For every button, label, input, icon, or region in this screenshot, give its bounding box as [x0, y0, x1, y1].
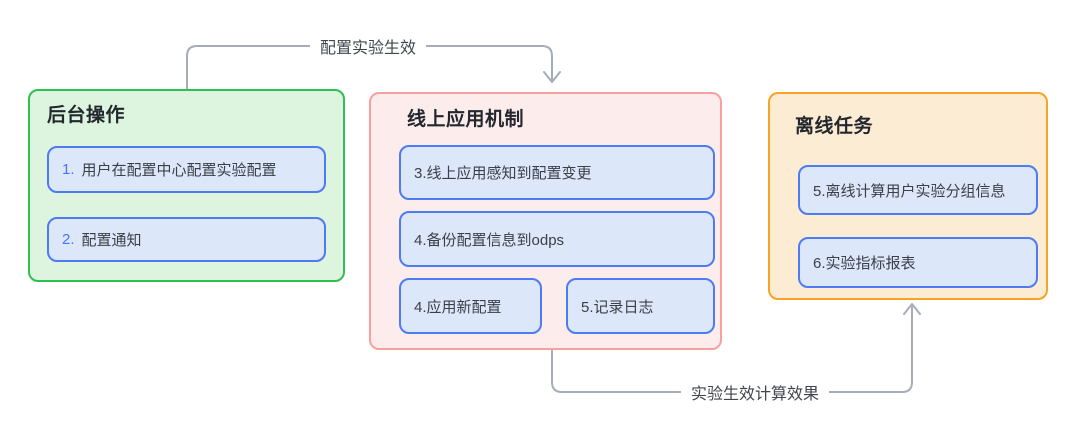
- group-title-offline: 离线任务: [795, 116, 874, 137]
- step-item: 1. 用户在配置中心配置实验配置: [47, 146, 326, 193]
- group-offline-tasks: 离线任务 5.离线计算用户实验分组信息 6.实验指标报表: [768, 92, 1048, 300]
- step-number: 1.: [62, 161, 75, 178]
- step-item: 5.记录日志: [566, 278, 715, 334]
- step-number: 2.: [62, 231, 75, 248]
- group-title-backend: 后台操作: [47, 105, 126, 126]
- step-item: 5.离线计算用户实验分组信息: [798, 165, 1038, 215]
- arrow-label-experiment-effect: 实验生效计算效果: [680, 378, 830, 406]
- group-backend-operations: 后台操作 1. 用户在配置中心配置实验配置 2. 配置通知: [28, 89, 345, 282]
- step-label: 3.线上应用感知到配置变更: [414, 165, 592, 182]
- step-label: 5.离线计算用户实验分组信息: [813, 182, 1006, 200]
- step-label: 4.应用新配置: [414, 298, 502, 316]
- step-label: 4.备份配置信息到odps: [414, 231, 565, 249]
- step-label: 用户在配置中心配置实验配置: [81, 162, 277, 179]
- step-item: 4.备份配置信息到odps: [399, 211, 715, 267]
- group-online-application: 线上应用机制 3.线上应用感知到配置变更 4.备份配置信息到odps 4.应用新…: [369, 92, 722, 350]
- arrow-label-config-effective: 配置实验生效: [309, 32, 427, 60]
- step-label: 5.记录日志: [581, 298, 654, 316]
- step-item: 2. 配置通知: [47, 217, 326, 262]
- arrow-up-head-icon: [903, 303, 921, 315]
- arrow-down-head-icon: [543, 71, 561, 83]
- step-item: 4.应用新配置: [399, 278, 542, 334]
- step-label: 6.实验指标报表: [813, 255, 916, 272]
- step-item: 3.线上应用感知到配置变更: [399, 145, 715, 200]
- step-item: 6.实验指标报表: [798, 237, 1038, 288]
- group-title-online: 线上应用机制: [407, 109, 525, 130]
- step-label: 配置通知: [81, 232, 142, 249]
